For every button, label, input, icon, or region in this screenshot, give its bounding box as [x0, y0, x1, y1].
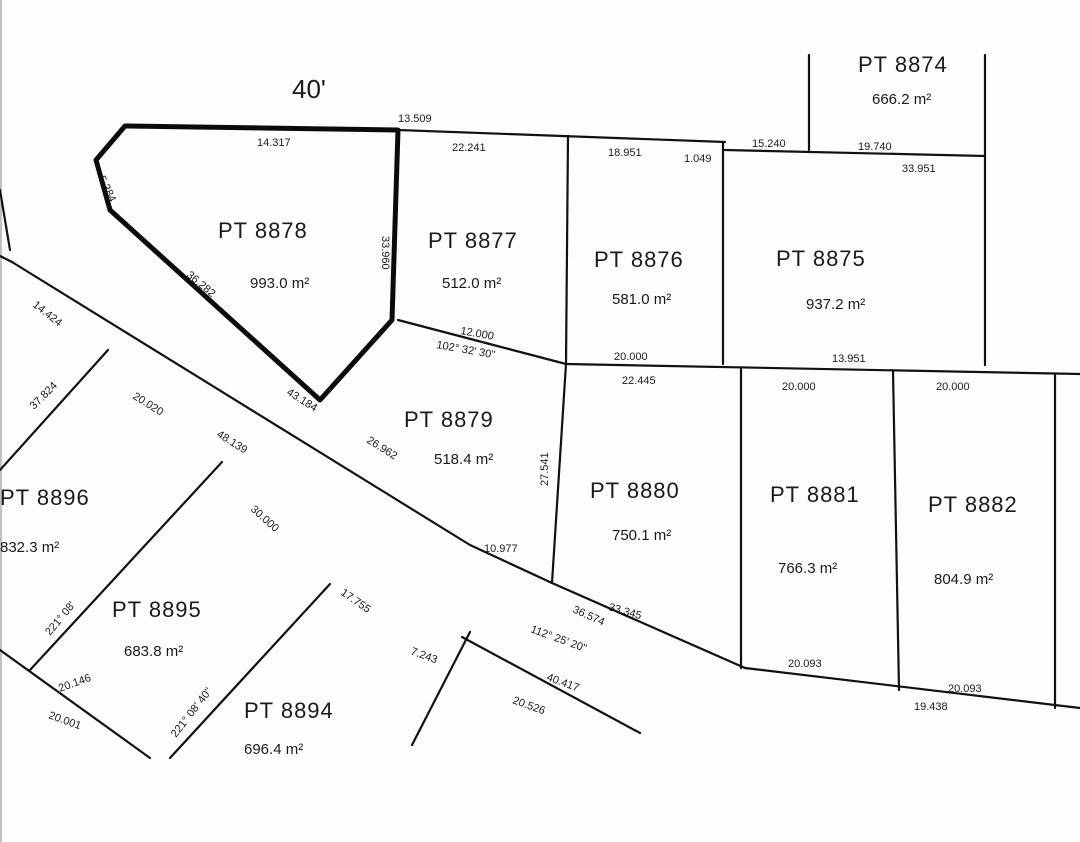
lot-8878-boundary[interactable]	[93, 123, 401, 403]
dimension: 43.184	[284, 386, 319, 414]
lot-8895[interactable]: PT 8895 683.8 m²	[112, 597, 202, 660]
dimension: 36.574	[571, 604, 607, 629]
lot-8879[interactable]: PT 8879 518.4 m²	[404, 407, 494, 468]
dimension: 1.049	[684, 153, 712, 165]
lot-8876[interactable]: PT 8876 581.0 m²	[594, 247, 684, 308]
lot-area: 804.9 m²	[934, 571, 993, 588]
dimension: 22.445	[622, 375, 656, 387]
lot-area: 937.2 m²	[806, 296, 865, 313]
lot-8882[interactable]: PT 8882 804.9 m²	[928, 492, 1018, 588]
lot-number: PT 8879	[404, 407, 494, 432]
dimension: 20.000	[936, 381, 970, 393]
dimension: 14.424	[30, 299, 64, 329]
dimension: 48.139	[214, 428, 249, 456]
dimension: 7.243	[409, 646, 439, 667]
lot-number: PT 8881	[770, 482, 860, 507]
lot-8894[interactable]: PT 8894 696.4 m²	[244, 698, 334, 758]
dimension: 27.541	[539, 452, 551, 486]
lot-number: PT 8876	[594, 247, 684, 272]
lot-area: 832.3 m²	[0, 539, 59, 556]
dimension: 20.093	[788, 658, 822, 670]
lot-number: PT 8874	[858, 52, 948, 77]
dimension: 33.345	[607, 601, 643, 622]
dimension: 14.317	[257, 137, 291, 149]
dimension: 20.001	[47, 710, 83, 733]
lot-number: PT 8882	[928, 492, 1018, 517]
lot-number: PT 8880	[590, 478, 680, 503]
dimension-labels: 13.509 14.317 22.241 18.951 1.049 15.240…	[28, 113, 982, 732]
dimension: 18.951	[608, 147, 642, 159]
lot-area: 696.4 m²	[244, 741, 303, 758]
dimension: 13.951	[832, 353, 866, 365]
lot-area: 512.0 m²	[442, 275, 501, 292]
lot-area: 518.4 m²	[434, 451, 493, 468]
dimension: 33.951	[902, 163, 936, 175]
dimension: 20.526	[511, 695, 547, 718]
lot-area: 581.0 m²	[612, 291, 671, 308]
dimension: 17.755	[338, 587, 372, 616]
top-row-boundaries	[396, 53, 1080, 376]
dimension: 5.384	[95, 174, 118, 204]
lot-number: PT 8878	[218, 218, 308, 243]
lot-area: 666.2 m²	[872, 91, 931, 108]
lot-area: 766.3 m²	[778, 560, 837, 577]
road-edges	[0, 254, 1080, 760]
dimension: 10.977	[484, 543, 518, 555]
lot-8880[interactable]: PT 8880 750.1 m²	[590, 478, 680, 544]
dimension: 13.509	[398, 113, 432, 125]
lot-number: PT 8894	[244, 698, 334, 723]
bearing: 112° 25' 20"	[529, 624, 588, 655]
lot-number: PT 8875	[776, 246, 866, 271]
lot-area: 683.8 m²	[124, 643, 183, 660]
dimension: 33.960	[379, 236, 391, 270]
lot-8881[interactable]: PT 8881 766.3 m²	[770, 482, 860, 577]
dimension: 15.240	[752, 138, 786, 150]
lower-left-boundaries	[0, 188, 472, 760]
dimension: 19.740	[858, 141, 892, 153]
lot-number: PT 8896	[0, 485, 90, 510]
dimension: 30.000	[248, 503, 281, 534]
lot-number: PT 8877	[428, 228, 518, 253]
bearing: 221° 08'	[43, 599, 78, 637]
dimension: 12.000	[459, 325, 494, 343]
lot-8874[interactable]: PT 8874 666.2 m²	[858, 52, 948, 108]
dimension: 20.000	[782, 381, 816, 393]
lot-8875[interactable]: PT 8875 937.2 m²	[776, 246, 866, 313]
lot-area: 750.1 m²	[612, 527, 671, 544]
dimension: 20.020	[130, 390, 165, 418]
road-width-label: 40'	[292, 74, 326, 104]
dimension: 20.146	[57, 672, 93, 695]
lot-number: PT 8895	[112, 597, 202, 622]
lot-8878[interactable]: PT 8878 993.0 m²	[218, 218, 309, 292]
lot-area: 993.0 m²	[250, 275, 309, 292]
lot-8896[interactable]: PT 8896 832.3 m²	[0, 485, 90, 556]
lot-8877[interactable]: PT 8877 512.0 m²	[428, 228, 518, 292]
dimension: 22.241	[452, 142, 486, 154]
dimension: 20.093	[948, 683, 982, 695]
middle-row-boundaries	[550, 362, 1057, 710]
dimension: 20.000	[614, 351, 648, 363]
dimension: 26.962	[364, 434, 399, 462]
bearing: 221° 08' 40"	[169, 686, 215, 740]
dimension: 19.438	[914, 701, 948, 713]
